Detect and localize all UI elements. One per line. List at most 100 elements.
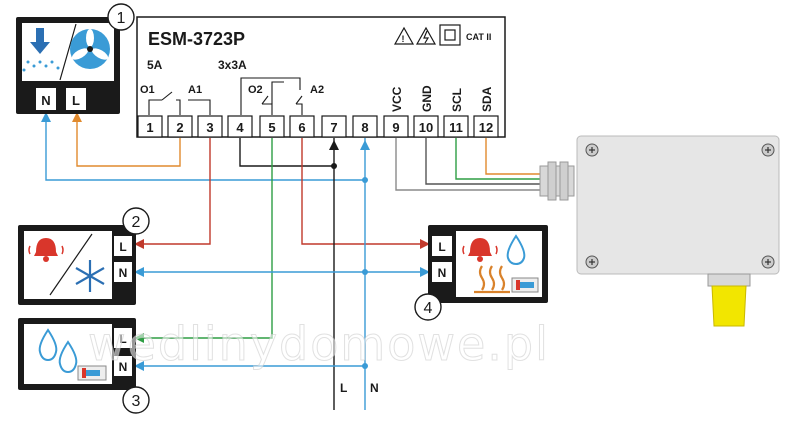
terminal-8 [352,115,378,138]
junction-dots [331,163,368,369]
wire-vcc [395,138,540,191]
wire-t5-d3 [140,138,273,339]
arrow-d3-n [134,361,144,371]
signal-gnd: GND [420,85,434,112]
contact-a1: A1 [188,84,202,96]
contact-o1: O1 [140,84,155,96]
arrow-d2-n [134,267,144,277]
alarm-bell-icon [28,238,64,262]
device-4-number: 4 [424,300,433,317]
device-1-badge [107,3,135,31]
junction-dot [362,177,368,183]
device-2-badge [122,207,150,235]
wires [45,118,540,410]
heater-icon [474,265,510,294]
snowflake-icon [75,260,105,292]
device-1: N L 1 [16,3,135,114]
device-2: L N 2 [18,207,150,305]
wire-t4-bridge [239,138,334,167]
relay-rating-3x3a: 3x3A [218,58,247,72]
terminal-numbers: 1 2 3 4 5 6 7 8 9 10 11 12 [146,120,493,135]
cat-label: CAT II [466,32,491,42]
sensor-box [539,135,780,327]
arrowheads [41,112,430,371]
device-1-terminal-l: L [72,93,80,108]
wire-t6-d4 [301,138,424,245]
device-1-terminal-n: N [41,93,50,108]
arrow-d1-l [72,112,82,122]
device-1-number: 1 [117,10,126,27]
terminal-3 [197,115,223,138]
terminal-number: 1 [146,120,153,135]
wire-d1-n [45,118,365,181]
terminal-number: 7 [330,120,337,135]
terminal-2 [167,115,193,138]
device-3: L N 3 [18,318,150,414]
valve-icon [511,277,539,293]
device-3-terminal-n: N [119,360,128,374]
terminal-6 [289,115,315,138]
controller-model: ESM-3723P [148,29,245,49]
terminal-number: 12 [479,120,493,135]
terminal-number: 10 [419,120,433,135]
terminal-number: 5 [268,120,275,135]
contact-o2: O2 [248,84,263,96]
valve-icon [77,365,107,381]
wire-scl [455,138,540,180]
controller: ESM-3723P ! CAT II 5A 3x3A O1 A1 O2 A2 [136,16,506,138]
alarm-bell-icon [462,238,498,262]
double-insulation-icon [439,24,461,46]
terminal-10 [413,115,439,138]
device-2-number: 2 [132,214,141,231]
cable-gland [539,165,575,197]
wire-d1-l [76,118,181,167]
junction-dot [362,269,368,275]
arrow-d4-n [420,267,430,277]
junction-dot [362,363,368,369]
watermark: wedlinydomowe.pl [88,317,550,371]
device-2-terminal-n: N [119,266,128,280]
junction-dot [331,163,337,169]
high-voltage-icon [415,26,437,45]
arrow-d1-n [41,112,51,122]
wire-sda [485,138,540,175]
terminal-number: 6 [298,120,305,135]
arrow-d3-l [134,333,144,343]
water-drop-icon [506,234,526,266]
smoke-generator-icon [22,28,60,72]
terminal-12 [473,115,499,138]
arrow-t8 [360,140,370,150]
device-3-badge [122,386,150,414]
terminal-number: 11 [449,120,463,135]
supply-n-label: N [370,381,379,395]
wire-t3-d2 [140,138,211,245]
device-3-terminal-l: L [119,332,126,346]
arrow-d4-l [420,239,430,249]
terminal-number: 9 [392,120,399,135]
device-4-terminal-l: L [438,240,445,254]
arrow-t7 [329,140,339,150]
terminal-11 [443,115,469,138]
device-4-terminal-n: N [438,266,447,280]
relay-contacts [148,77,303,115]
terminal-strip [137,115,499,138]
warning-icon: ! [393,26,415,45]
terminal-1 [137,115,163,138]
water-drops-icon [38,328,78,374]
device-4: L N 4 [414,225,548,321]
device-4-badge [414,293,442,321]
device-3-number: 3 [132,393,141,410]
signal-scl: SCL [450,88,464,112]
supply-l-label: L [340,381,347,395]
sensor-probe-gland [711,285,747,327]
sensor-probe-holder [707,273,751,287]
signal-sda: SDA [480,86,494,112]
terminal-5 [259,115,285,138]
terminal-4 [227,115,253,138]
wire-gnd [425,138,540,185]
svg-text:!: ! [402,34,405,44]
terminal-9 [383,115,409,138]
contact-a2: A2 [310,84,324,96]
arrow-d2-l [134,239,144,249]
